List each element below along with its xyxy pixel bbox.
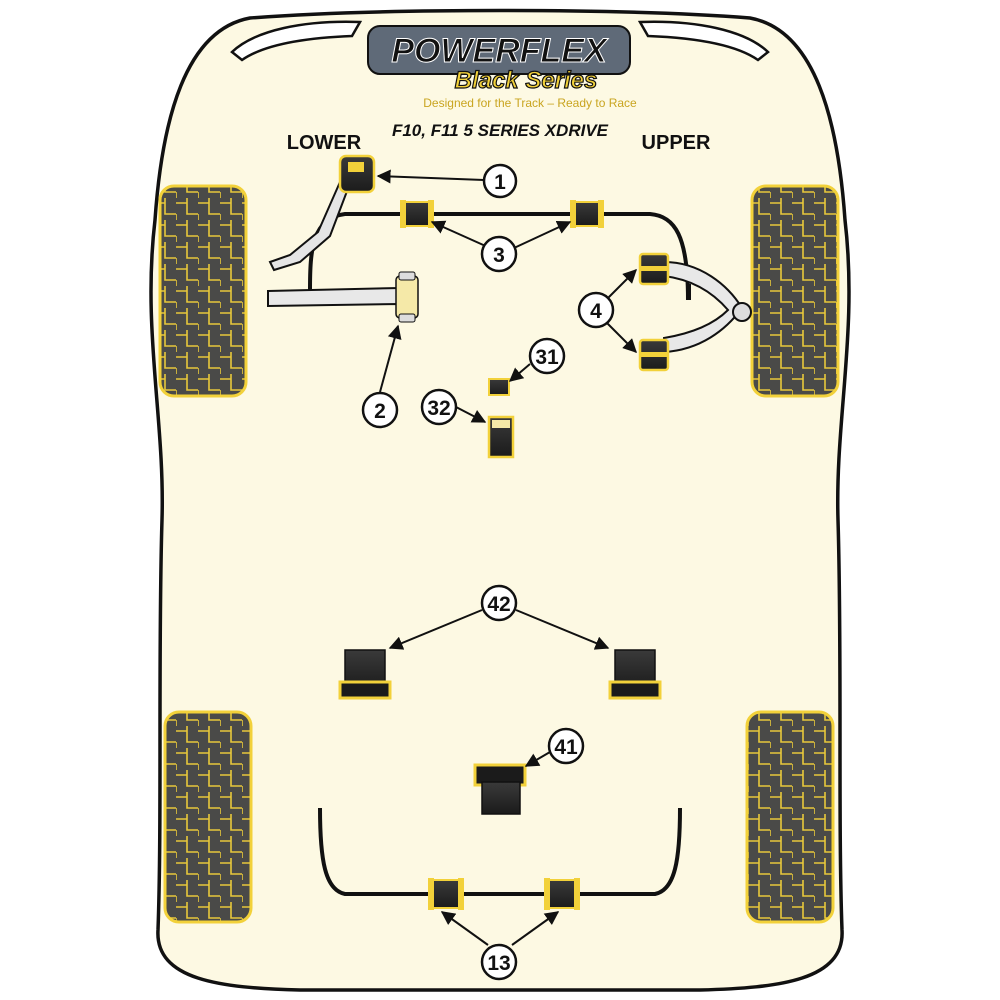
svg-text:31: 31 xyxy=(535,346,559,369)
upper-label: UPPER xyxy=(642,132,711,154)
svg-text:32: 32 xyxy=(427,397,450,420)
wishbone-bush-upper xyxy=(638,252,670,286)
svg-text:3: 3 xyxy=(493,244,505,267)
callout-13: 13 xyxy=(480,943,518,981)
callout-1: 1 xyxy=(482,163,518,199)
front-arb-bush-left xyxy=(400,200,434,228)
rear-left-tyre xyxy=(163,710,253,924)
rear-right-tyre xyxy=(745,710,835,924)
left-mirror-notch xyxy=(230,20,363,62)
bush-32 xyxy=(487,415,515,459)
front-anti-roll-bar xyxy=(308,212,690,301)
powerflex-logo: POWERFLEX Black Series Designed for the … xyxy=(367,25,637,110)
front-left-tyre xyxy=(158,184,248,398)
car-body-outline xyxy=(149,8,851,992)
brand-series: Black Series xyxy=(455,67,598,94)
leader-arrows xyxy=(376,169,637,946)
lower-arm-bush-2 xyxy=(395,271,419,323)
callout-31: 31 xyxy=(528,337,566,375)
callout-32: 32 xyxy=(420,388,458,426)
brand-name: POWERFLEX xyxy=(391,32,609,70)
diff-bush-41 xyxy=(473,763,527,815)
svg-text:13: 13 xyxy=(487,952,510,975)
right-mirror-notch xyxy=(637,20,770,62)
rear-arb-bush-right xyxy=(544,878,580,910)
strut-bush-1 xyxy=(338,154,376,194)
front-right-tyre xyxy=(750,184,840,398)
svg-text:2: 2 xyxy=(374,400,386,423)
callout-42: 42 xyxy=(480,584,518,622)
rear-arb-bush-left xyxy=(428,878,464,910)
rear-anti-roll-bar xyxy=(318,807,682,896)
svg-text:41: 41 xyxy=(554,736,578,759)
wishbone-ball-joint xyxy=(732,302,752,322)
callout-2: 2 xyxy=(361,391,399,429)
svg-text:42: 42 xyxy=(487,593,510,616)
callout-4: 4 xyxy=(577,291,615,329)
callout-41: 41 xyxy=(547,727,585,765)
subframe-bush-right xyxy=(608,649,662,700)
svg-text:4: 4 xyxy=(590,300,602,323)
subframe-bush-left xyxy=(338,649,392,700)
bush-31 xyxy=(488,378,510,396)
model-title: F10, F11 5 SERIES XDRIVE xyxy=(392,121,609,140)
callout-3: 3 xyxy=(480,235,518,273)
front-arb-bush-right xyxy=(570,200,604,228)
brand-tagline: Designed for the Track – Ready to Race xyxy=(423,96,637,110)
wishbone-bush-lower xyxy=(638,338,670,372)
lower-label: LOWER xyxy=(287,132,362,154)
svg-text:1: 1 xyxy=(494,171,506,194)
